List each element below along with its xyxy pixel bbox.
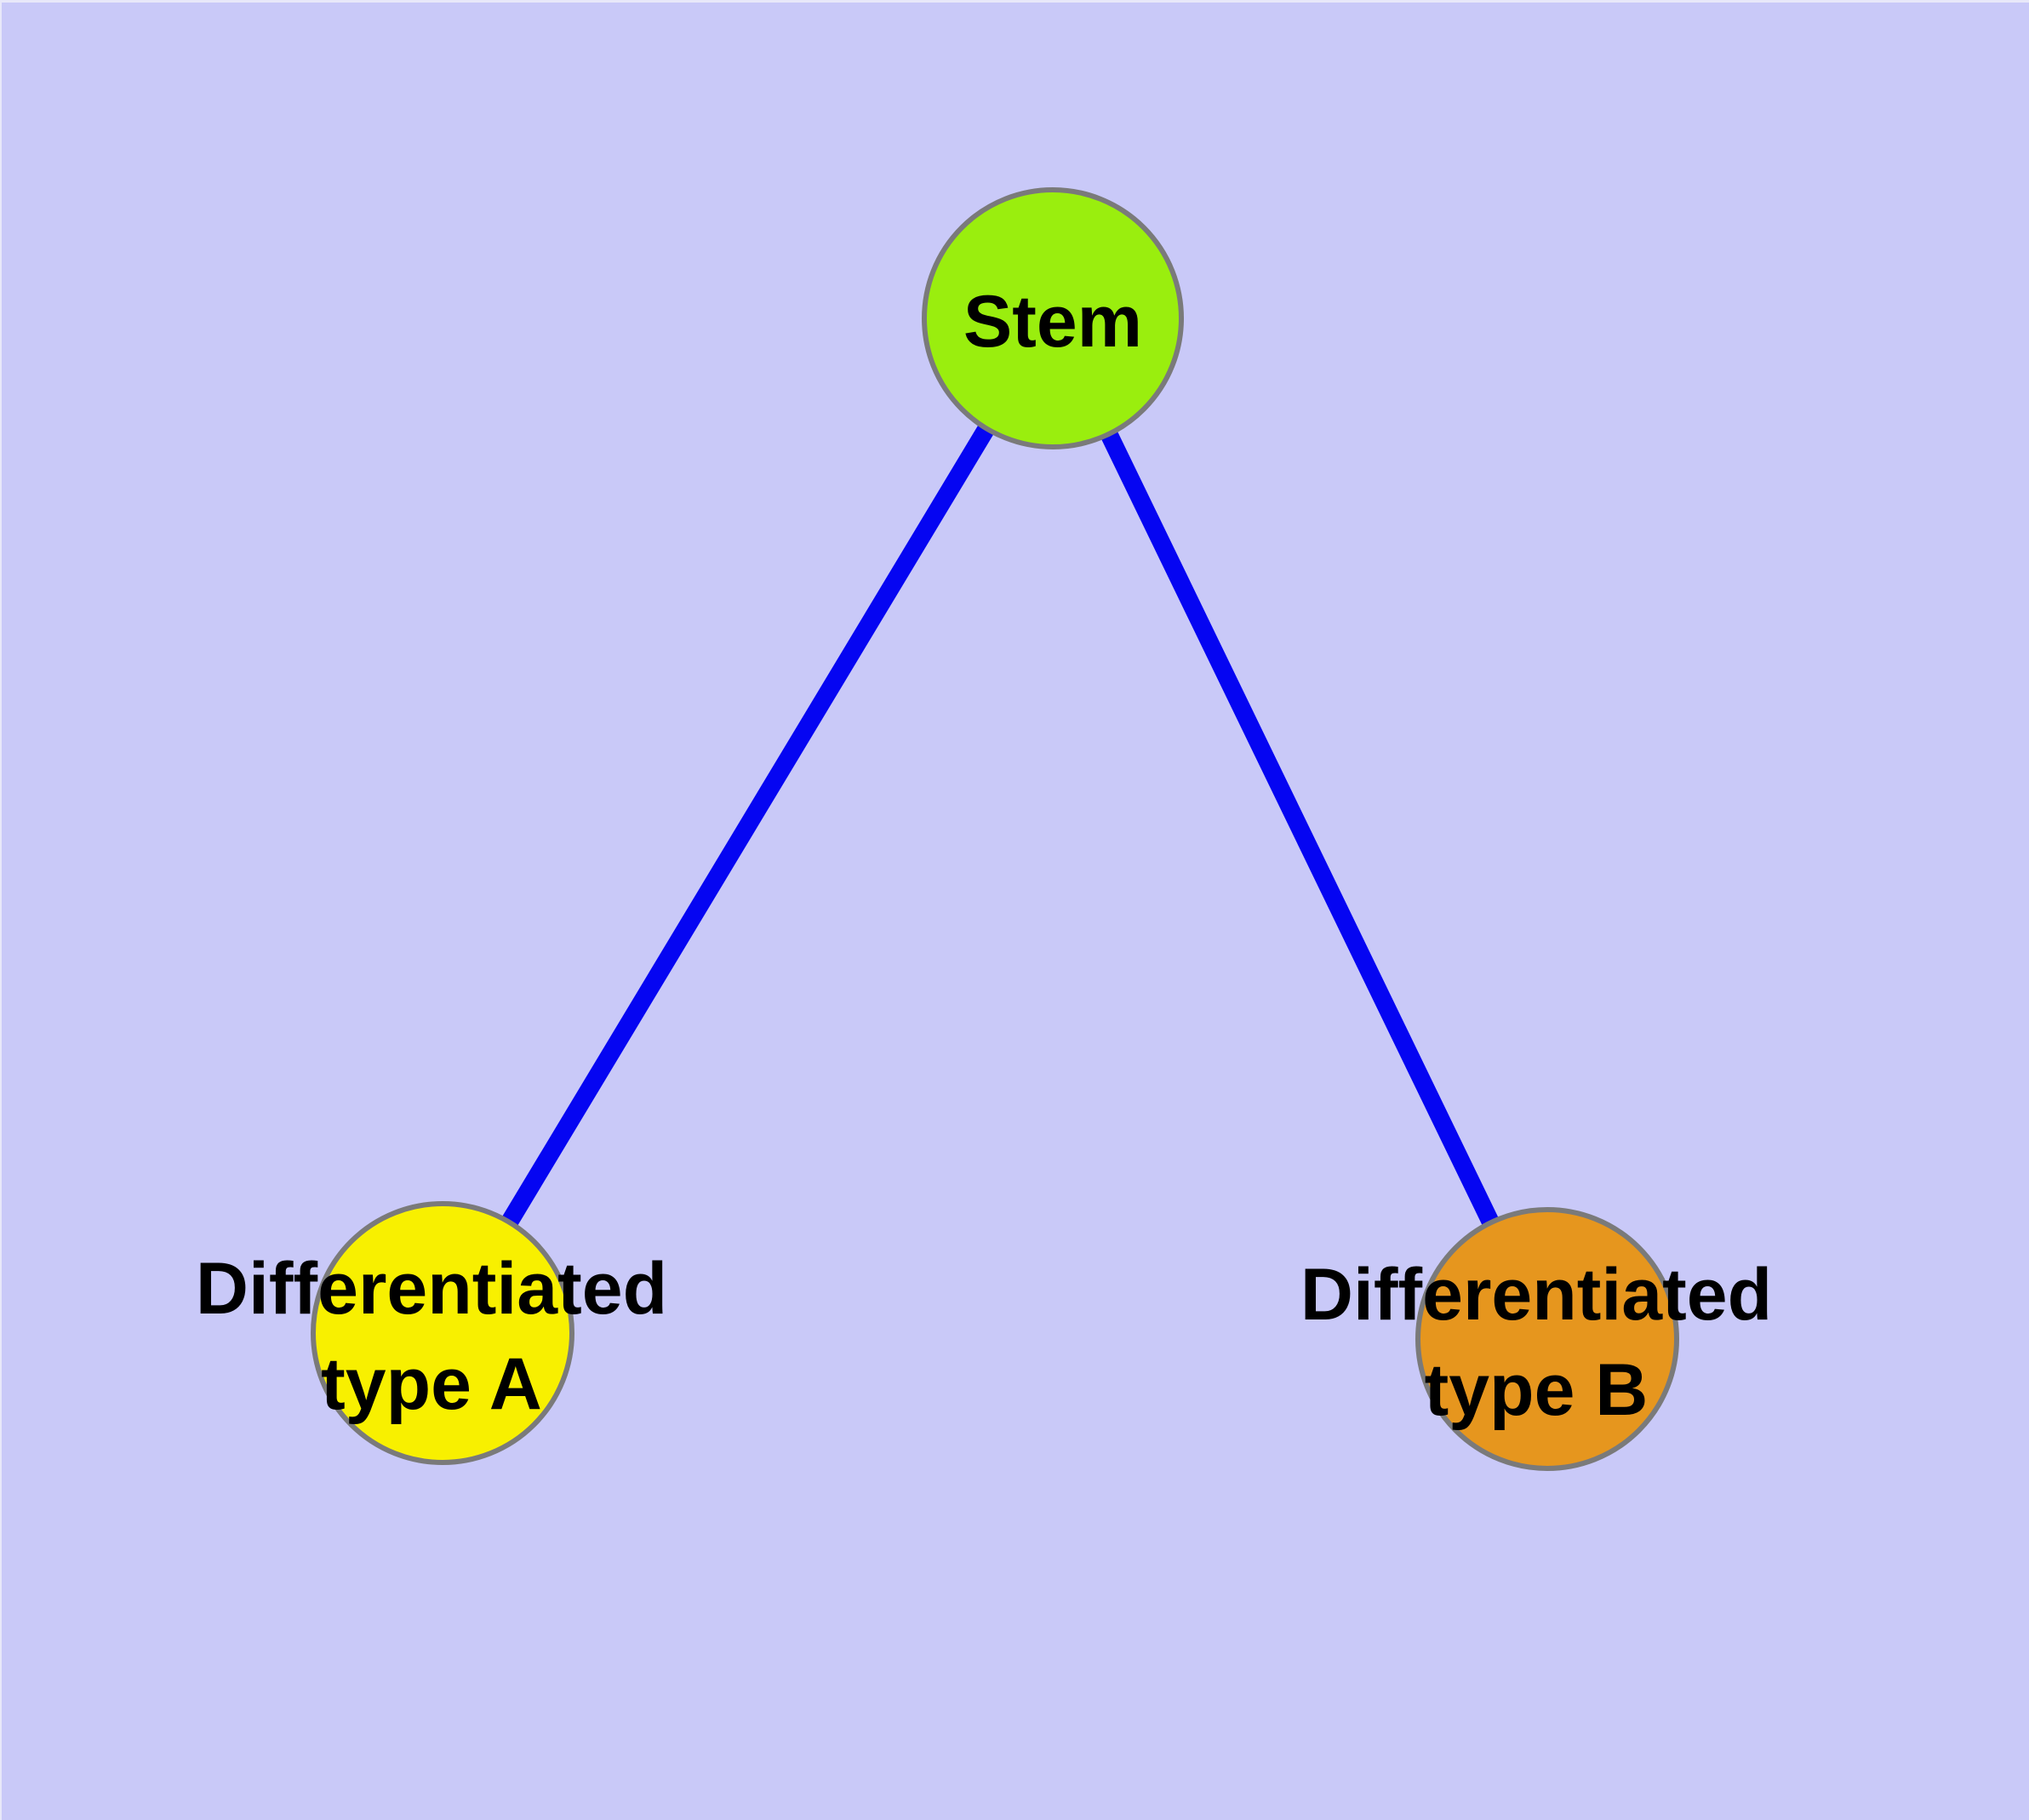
node-typeA-label-line-2: type A	[321, 1343, 542, 1425]
edge-stem-to-typeB	[1043, 309, 1557, 1348]
node-stem-circle	[922, 187, 1184, 449]
canvas-top-edge-highlight	[0, 0, 2029, 3]
node-typeB-label: Differentiated type B	[1300, 1254, 1772, 1431]
node-typeA-label-line-1: Differentiated	[196, 1248, 667, 1330]
node-typeB-circle	[1415, 1207, 1679, 1471]
node-typeB-label-line-1: Differentiated	[1300, 1254, 1772, 1336]
node-stem-label-line-1: Stem	[963, 281, 1142, 363]
node-stem-label: Stem	[963, 281, 1142, 363]
node-typeB-label-line-2: type B	[1425, 1349, 1649, 1431]
edge-stem-to-typeA	[433, 309, 1062, 1342]
node-typeA-circle	[311, 1201, 574, 1465]
canvas-left-edge-highlight	[0, 0, 2, 1820]
node-typeA-label: Differentiated type A	[196, 1248, 667, 1425]
